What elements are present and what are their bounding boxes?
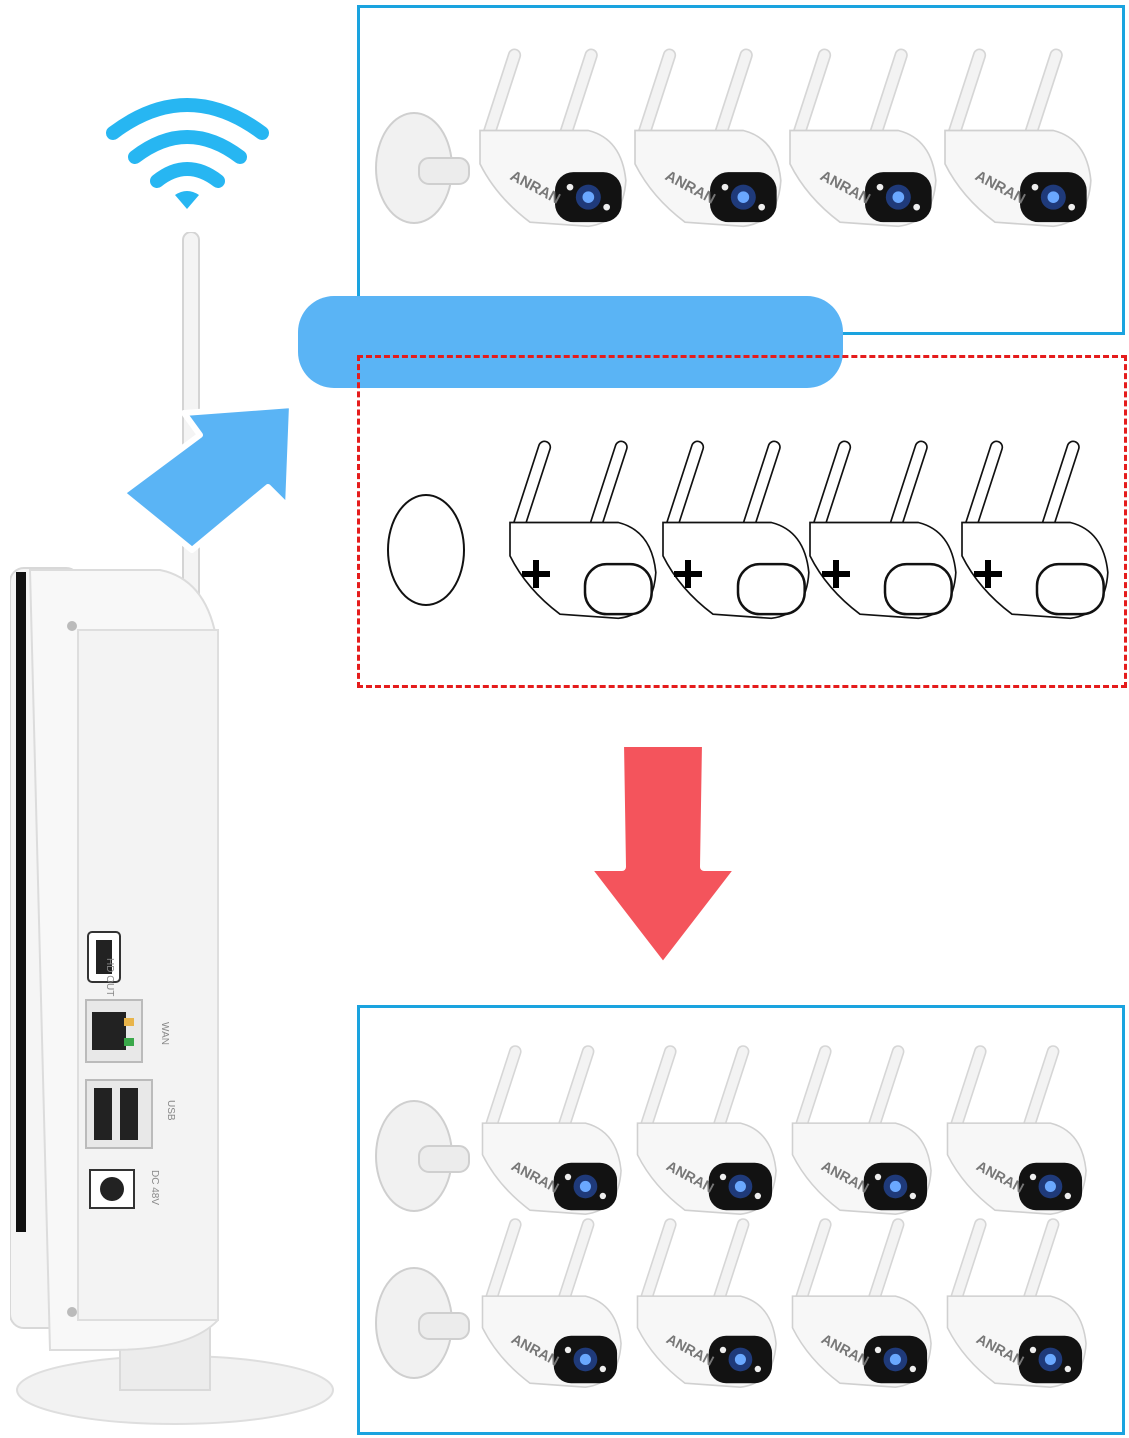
nvr-device: HD OUT WAN USB DC 48V: [9, 560, 335, 1430]
plus-icon: [822, 560, 850, 588]
plus-icon: [974, 560, 1002, 588]
wifi-icon: [105, 95, 270, 215]
port-label-wan: WAN: [159, 1022, 170, 1045]
camera-8[interactable]: [900, 1203, 1090, 1413]
arrow-up-right-icon: [112, 395, 304, 565]
plus-icon: [674, 560, 702, 588]
upgrade-banner: [298, 296, 843, 388]
camera-group-top: [357, 5, 1125, 335]
camera-4[interactable]: [895, 33, 1095, 253]
camera-slot-4[interactable]: [912, 420, 1112, 650]
camera-group-expansion: [357, 355, 1127, 688]
arrow-down-icon: [578, 735, 748, 975]
plus-icon: [522, 560, 550, 588]
port-label-usb: USB: [165, 1100, 176, 1121]
camera-group-bottom: [357, 1005, 1125, 1435]
port-label-hdmi: HD OUT: [104, 958, 115, 997]
port-label-dc: DC 48V: [149, 1170, 160, 1206]
